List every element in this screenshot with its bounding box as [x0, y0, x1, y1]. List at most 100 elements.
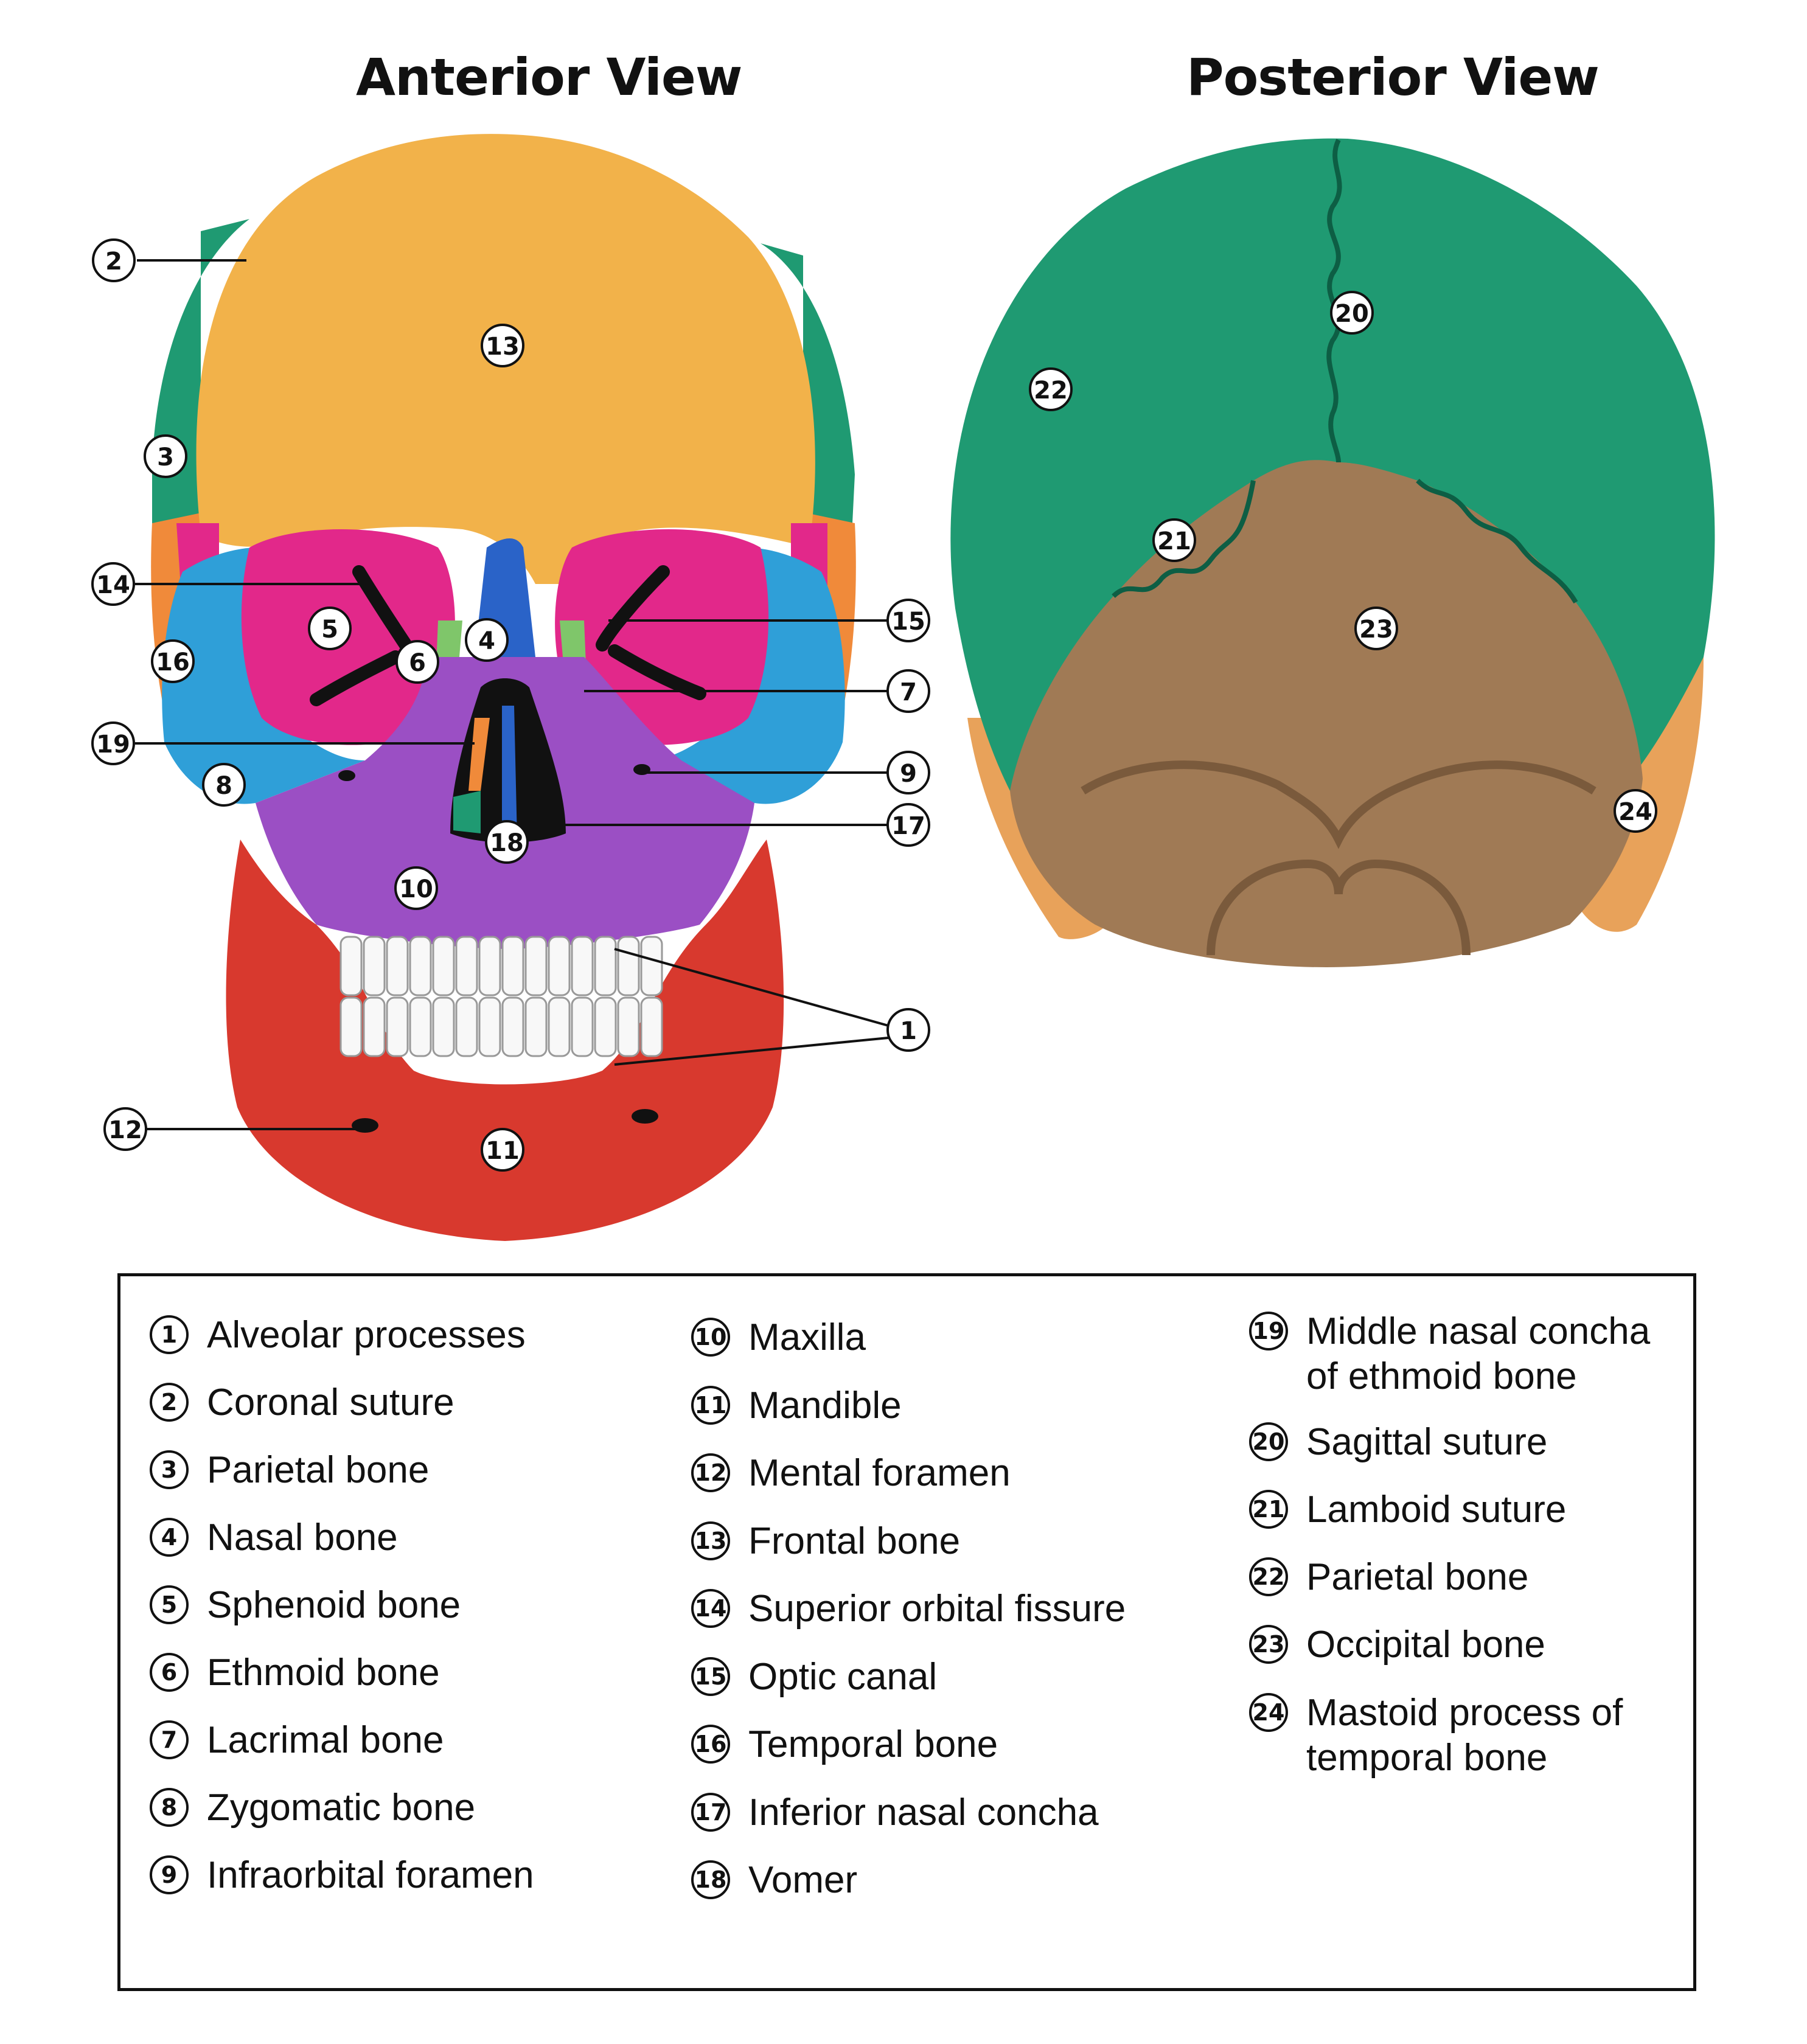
tooth	[455, 936, 478, 996]
legend-label: Vomer	[748, 1859, 858, 1901]
legend-label: Temporal bone	[748, 1723, 998, 1765]
svg-text:15: 15	[891, 608, 925, 636]
legend-number: 3	[150, 1450, 189, 1489]
tooth	[524, 996, 548, 1057]
legend-label: Middle nasal concha of ethmoid bone	[1306, 1310, 1651, 1397]
callout-23: 23	[1354, 607, 1398, 650]
middle-nasal-concha-shape	[468, 718, 490, 791]
teeth	[339, 936, 663, 1057]
foramen-outline	[1206, 859, 1471, 956]
anterior-skull	[151, 134, 856, 1241]
legend-label: Mandible	[748, 1384, 902, 1427]
tooth	[640, 936, 663, 996]
legend-number: 21	[1249, 1490, 1288, 1529]
tooth	[386, 936, 409, 996]
svg-text:21: 21	[1157, 527, 1191, 555]
occipital-ridge	[1081, 760, 1596, 849]
callout-8: 8	[202, 763, 246, 807]
tooth	[571, 936, 594, 996]
legend-number: 24	[1249, 1693, 1288, 1732]
svg-text:19: 19	[96, 731, 130, 759]
svg-text:1: 1	[900, 1017, 917, 1045]
legend-label: Parietal bone	[1306, 1556, 1529, 1598]
legend-label: Infraorbital foramen	[207, 1854, 534, 1896]
legend-number: 18	[691, 1860, 730, 1899]
callout-19: 19	[91, 721, 135, 765]
legend-number: 8	[150, 1788, 189, 1827]
tooth	[594, 996, 617, 1057]
callout-22: 22	[1029, 367, 1073, 411]
tooth	[339, 996, 363, 1057]
legend-label: Maxilla	[748, 1316, 866, 1358]
legend-label: Alveolar processes	[207, 1314, 526, 1356]
leader-1b	[614, 1037, 889, 1066]
legend-number: 13	[691, 1521, 730, 1560]
legend-number: 23	[1249, 1625, 1288, 1664]
callout-6: 6	[395, 640, 439, 684]
legend-item-17: 17 Inferior nasal concha	[691, 1790, 1099, 1835]
svg-text:11: 11	[486, 1137, 520, 1165]
svg-text:12: 12	[108, 1116, 142, 1144]
tooth	[409, 936, 432, 996]
svg-text:24: 24	[1618, 798, 1652, 826]
tooth	[524, 936, 548, 996]
tooth	[478, 936, 501, 996]
svg-text:7: 7	[900, 678, 917, 706]
tooth	[617, 996, 640, 1057]
callout-4: 4	[465, 618, 509, 662]
legend-number: 5	[150, 1585, 189, 1624]
legend-label: Optic canal	[748, 1655, 938, 1698]
infraorbital-foramen-left	[338, 770, 355, 781]
posterior-skull	[950, 138, 1715, 967]
tooth	[455, 996, 478, 1057]
legend-number: 2	[150, 1383, 189, 1422]
legend-label: Mental foramen	[748, 1452, 1011, 1494]
svg-text:4: 4	[478, 627, 495, 655]
legend-number: 16	[691, 1725, 730, 1764]
callout-11: 11	[481, 1128, 524, 1172]
legend-label: Lacrimal bone	[207, 1719, 444, 1761]
legend-number: 22	[1249, 1557, 1288, 1596]
legend-label: Inferior nasal concha	[748, 1791, 1099, 1834]
tooth	[409, 996, 432, 1057]
callout-17: 17	[886, 803, 930, 847]
callout-15: 15	[886, 599, 930, 642]
occipital-bone-shape	[1010, 460, 1643, 967]
legend-number: 20	[1249, 1422, 1288, 1461]
tooth	[548, 996, 571, 1057]
tooth	[501, 936, 524, 996]
callout-12: 12	[103, 1107, 147, 1151]
mental-foramen-left	[352, 1118, 378, 1133]
svg-text:8: 8	[215, 772, 232, 800]
tooth	[548, 936, 571, 996]
vomer-shape	[502, 706, 517, 839]
legend-number: 12	[691, 1453, 730, 1492]
legend-number: 17	[691, 1792, 730, 1832]
svg-text:13: 13	[486, 333, 520, 361]
callout-20: 20	[1330, 291, 1374, 335]
legend-number: 9	[150, 1855, 189, 1894]
leader-1a	[614, 948, 889, 1027]
svg-text:6: 6	[409, 649, 426, 677]
legend-number: 4	[150, 1518, 189, 1557]
legend-item-18: 18 Vomer	[691, 1858, 857, 1903]
legend-number: 14	[691, 1589, 730, 1628]
svg-text:23: 23	[1359, 616, 1393, 644]
posterior-view-title: Posterior View	[1186, 47, 1600, 107]
legend-label: Nasal bone	[207, 1517, 398, 1559]
leader-lines	[135, 259, 889, 1130]
